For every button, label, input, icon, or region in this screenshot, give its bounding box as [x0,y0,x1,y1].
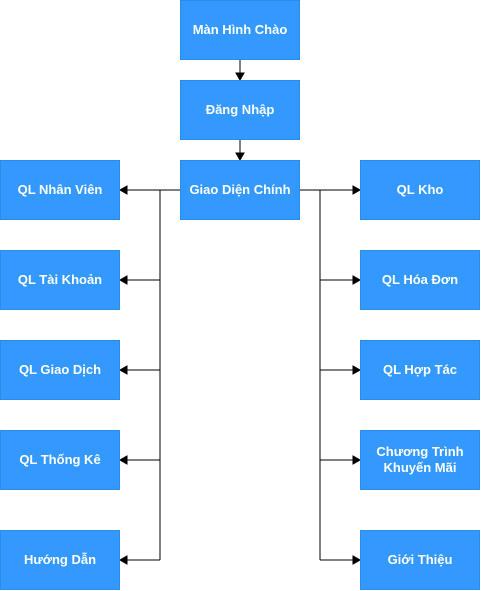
arrowhead-accounts [118,275,128,285]
node-accounts: QL Tài Khoản [0,250,120,310]
arrowhead-promotions [352,455,362,465]
arrowhead-partners [352,365,362,375]
node-promotions: Chương Trình Khuyến Mãi [360,430,480,490]
arrowhead-invoices [352,275,362,285]
node-welcome: Màn Hình Chào [180,0,300,60]
node-employees-label: QL Nhân Viên [17,182,103,197]
node-employees: QL Nhân Viên [0,160,120,220]
node-guide-label: Hướng Dẫn [23,552,97,567]
arrowhead-main [235,152,245,162]
node-transactions-label: QL Giao Dịch [18,362,102,377]
node-about: Giới Thiệu [360,530,480,590]
node-warehouse-label: QL Kho [396,182,444,197]
arrowhead-warehouse [352,185,362,195]
arrowhead-login [235,72,245,82]
arrowhead-transactions [118,365,128,375]
node-statistics: QL Thống Kê [0,430,120,490]
arrowhead-about [352,555,362,565]
node-login: Đăng Nhập [180,80,300,140]
connector-right-trunk [300,189,321,560]
connector-left-trunk [159,189,180,560]
node-main: Giao Diện Chính [180,160,300,220]
node-guide: Hướng Dẫn [0,530,120,590]
arrowhead-employees [118,185,128,195]
arrowhead-statistics [118,455,128,465]
node-transactions: QL Giao Dịch [0,340,120,400]
arrowhead-guide [118,555,128,565]
node-partners-label: QL Hợp Tác [382,362,457,377]
node-warehouse: QL Kho [360,160,480,220]
node-partners: QL Hợp Tác [360,340,480,400]
node-login-label: Đăng Nhập [205,102,275,117]
node-welcome-label: Màn Hình Chào [192,22,288,37]
node-accounts-label: QL Tài Khoản [17,272,103,287]
node-promotions-label: Chương Trình Khuyến Mãi [376,444,464,475]
node-about-label: Giới Thiệu [387,552,453,567]
node-statistics-label: QL Thống Kê [19,452,101,467]
node-main-label: Giao Diện Chính [189,182,291,197]
node-invoices-label: QL Hóa Đơn [381,272,459,287]
node-invoices: QL Hóa Đơn [360,250,480,310]
